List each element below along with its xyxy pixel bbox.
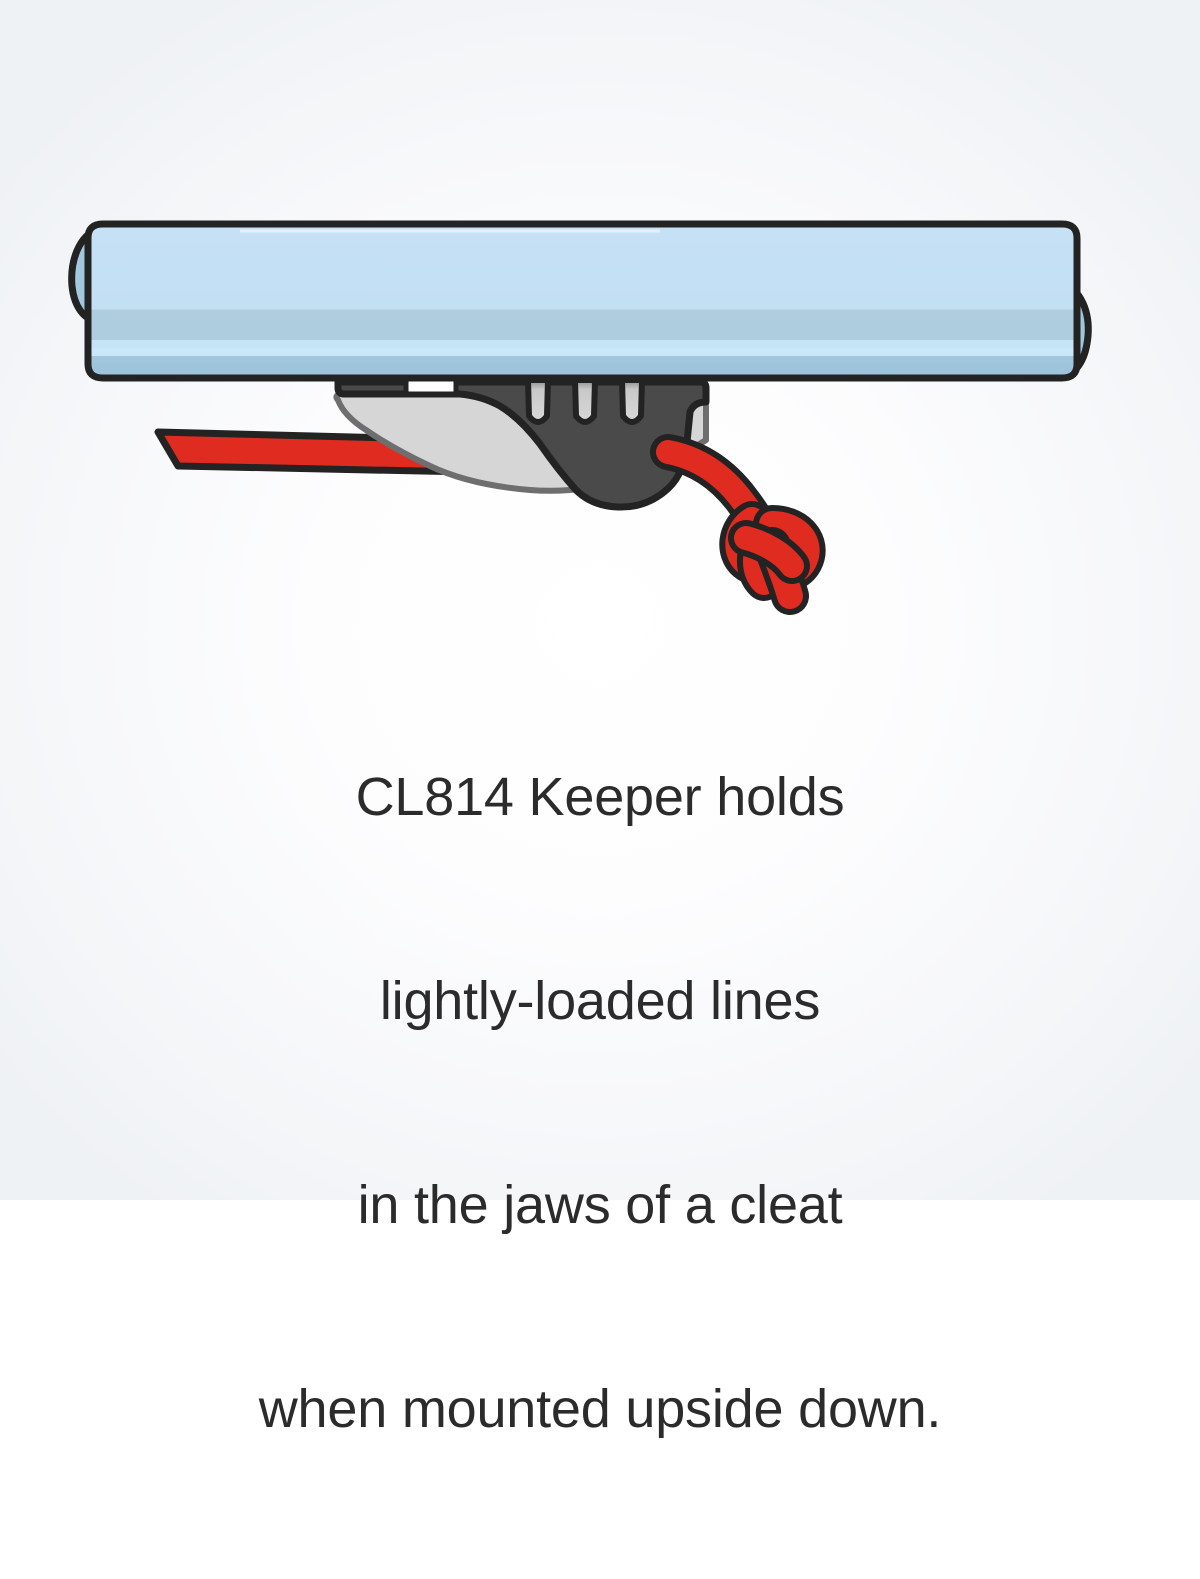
tube-shading-bands bbox=[88, 310, 1077, 378]
caption-line-1: CL814 Keeper holds bbox=[355, 767, 845, 827]
tube-outline bbox=[84, 220, 1081, 382]
knot-front-strand-fill bbox=[734, 526, 804, 578]
caption-line-3: in the jaws of a cleat bbox=[357, 1175, 843, 1235]
rope-stopper-knot bbox=[719, 501, 826, 615]
red-line-with-knot bbox=[650, 434, 826, 615]
illustration-canvas: CL814 Keeper holds lightly-loaded lines … bbox=[0, 0, 1200, 1439]
caption-block: CL814 Keeper holds lightly-loaded lines … bbox=[0, 627, 1200, 1579]
cleat-grip-slot-3 bbox=[619, 377, 645, 425]
clamcleat-body bbox=[334, 376, 710, 511]
cleat-grip-slot-2 bbox=[572, 377, 598, 425]
boom-tube bbox=[68, 220, 1092, 382]
caption-line-2: lightly-loaded lines bbox=[379, 971, 821, 1031]
cleat-main-shape bbox=[334, 378, 710, 511]
caption-line-4: when mounted upside down. bbox=[258, 1379, 942, 1439]
cleat-diagram bbox=[68, 220, 1092, 615]
cleat-grip-slot-1 bbox=[525, 377, 551, 425]
cleat-fastener-slot bbox=[403, 376, 459, 397]
cleat-grip-slots bbox=[525, 377, 645, 425]
